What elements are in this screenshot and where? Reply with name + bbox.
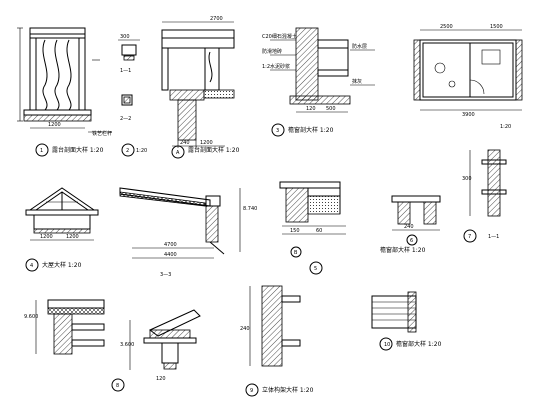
section-1-1: 1—1 bbox=[120, 68, 131, 74]
detail-small-posts: 300 1—1 2—2 2 1:20 bbox=[118, 34, 147, 157]
detail-plan: 2500 1500 3900 1:20 bbox=[413, 24, 523, 130]
dim-8740: 8.740 bbox=[243, 206, 257, 212]
mark-5: 5 bbox=[314, 266, 317, 272]
dim-4400: 4400 bbox=[164, 252, 177, 258]
detail-sill: 240 6 檐窗部大样 1:20 bbox=[380, 195, 441, 254]
mark-a: A bbox=[176, 150, 180, 156]
detail-eave-long: 4700 4400 8.740 3—3 bbox=[119, 187, 257, 278]
dim-1200c: 1200 bbox=[40, 234, 53, 240]
mark-b: B bbox=[294, 250, 298, 256]
note-plaster: 抹灰 bbox=[352, 78, 362, 85]
dim-3900: 3900 bbox=[462, 112, 475, 118]
detail-cornice-left: 9.600 8 bbox=[24, 299, 125, 392]
dim-2700: 2700 bbox=[210, 16, 223, 22]
dim-4700: 4700 bbox=[164, 242, 177, 248]
dim-2500: 2500 bbox=[440, 24, 453, 30]
detail-central-section: 150 60 B 5 bbox=[279, 181, 346, 275]
caption-g: 檐窗部大样 1:20 bbox=[396, 340, 442, 348]
detail-roof-elevation: 1200 1200 4 大屋大样 1:20 bbox=[25, 187, 99, 272]
dim-240c: 240 bbox=[240, 326, 250, 332]
detail-wall-bottom: 240 9 立体构架大样 1:20 bbox=[240, 285, 314, 397]
dim-1200b: 1200 bbox=[200, 140, 213, 146]
detail-wall-notes: C20细石混凝土 防滑地砖 1:2水泥砂浆 防水层 抹灰 120 500 3 檐… bbox=[262, 27, 375, 137]
dim-9600: 9.600 bbox=[24, 314, 38, 320]
dim-120: 120 bbox=[306, 106, 316, 112]
scale-only-1: 1:20 bbox=[136, 148, 147, 154]
dim-120b: 120 bbox=[156, 376, 166, 382]
note-mortar: 1:2水泥砂浆 bbox=[262, 63, 290, 70]
dim-1500: 1500 bbox=[490, 24, 503, 30]
note-waterproof: 防水层 bbox=[352, 43, 367, 50]
mark-9: 9 bbox=[250, 388, 253, 394]
dim-500: 500 bbox=[326, 106, 336, 112]
note-railing: 铁艺栏杆 bbox=[92, 130, 112, 137]
detail-column: 300 7 1—1 bbox=[462, 149, 507, 243]
mark-6: 6 bbox=[410, 238, 413, 244]
caption-c: 檐窗剖大样 1:20 bbox=[288, 126, 334, 134]
detail-terrace-section: 240 1200 2700 A 露台剖面大样 1:20 bbox=[161, 16, 240, 159]
section-2-2: 2—2 bbox=[120, 116, 131, 122]
dim-150: 150 bbox=[290, 228, 300, 234]
mark-4: 4 bbox=[30, 263, 33, 269]
dim-1200d: 1200 bbox=[66, 234, 79, 240]
note-concrete: C20细石混凝土 bbox=[262, 33, 297, 40]
caption-f: 立体构架大样 1:20 bbox=[262, 386, 314, 394]
mark-10: 10 bbox=[384, 342, 390, 348]
mark-2: 2 bbox=[126, 148, 129, 154]
dim-240: 240 bbox=[180, 140, 190, 146]
mark-1: 1 bbox=[40, 148, 43, 154]
dim-300: 300 bbox=[120, 34, 130, 40]
mark-8: 8 bbox=[116, 383, 119, 389]
mark-3: 3 bbox=[276, 128, 279, 134]
caption-b: 露台剖面大样 1:20 bbox=[188, 146, 240, 154]
section-1-1b: 1—1 bbox=[488, 234, 499, 240]
dim-240b: 240 bbox=[404, 224, 414, 230]
detail-balustrade-elevation: 1200 铁艺栏杆 1 露台剖面大样 1:20 bbox=[17, 27, 112, 157]
dim-60: 60 bbox=[316, 228, 322, 234]
dim-300b: 300 bbox=[462, 176, 472, 182]
caption-a: 露台剖面大样 1:20 bbox=[52, 146, 104, 154]
section-3-3: 3—3 bbox=[160, 272, 171, 278]
caption-d: 大屋大样 1:20 bbox=[42, 261, 82, 269]
scale-only-2: 1:20 bbox=[500, 124, 511, 130]
note-tile: 防滑地砖 bbox=[262, 48, 282, 55]
caption-e: 檐窗部大样 1:20 bbox=[380, 246, 426, 254]
detail-bracket: 3.600 120 bbox=[120, 309, 201, 382]
dim-1200: 1200 bbox=[48, 122, 61, 128]
detail-notes-right: 10 檐窗部大样 1:20 bbox=[371, 291, 442, 351]
dim-3600: 3.600 bbox=[120, 342, 134, 348]
mark-7: 7 bbox=[468, 234, 471, 240]
